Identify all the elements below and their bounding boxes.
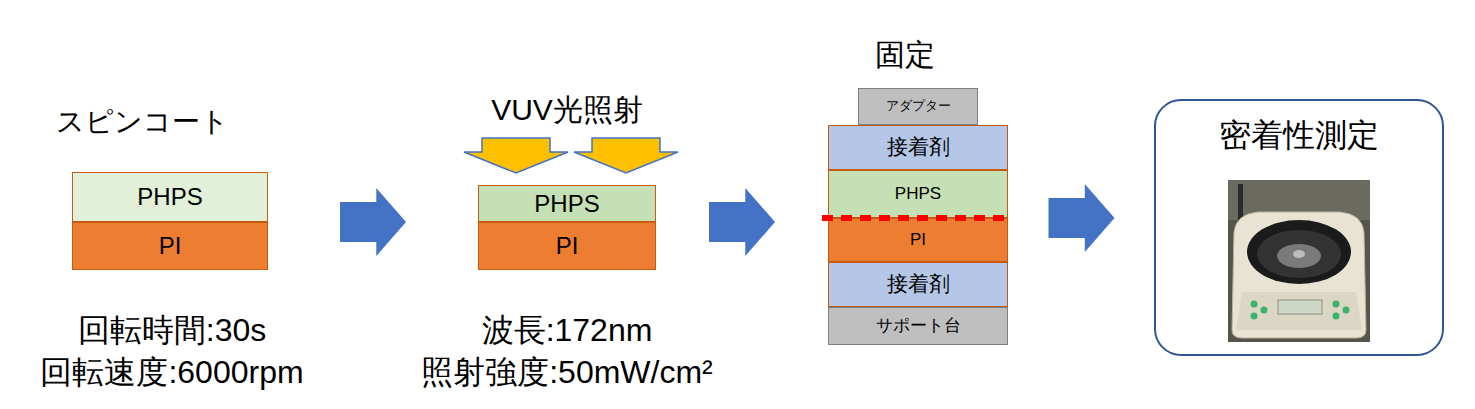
parameter-text: 回転時間:30s [78, 312, 266, 349]
block-arrow [340, 188, 406, 256]
support-box: サポート台 [828, 307, 1008, 345]
vuv-light-arrows [464, 138, 678, 173]
layer-box: PHPS [72, 172, 268, 222]
layer-box: PI [478, 222, 656, 270]
layer-box: PHPS [478, 185, 656, 222]
step-title: VUV光照射 [491, 93, 643, 128]
parameter-text: 回転速度:6000rpm [40, 354, 303, 391]
box-label: PHPS [895, 184, 941, 204]
layer-box: PHPS [828, 170, 1008, 218]
parameter-text: 波長:172nm [482, 312, 653, 349]
adhesive-box: 接着剤 [828, 262, 1008, 307]
step-title: スピンコート [56, 106, 229, 138]
box-label: アダプター [886, 99, 951, 114]
box-label: 接着剤 [887, 272, 950, 296]
measurement-box: 密着性測定 [1155, 100, 1443, 355]
measurement-frame [1155, 100, 1443, 355]
parameter-text: 照射強度:50mW/cm² [421, 354, 713, 391]
box-label: PHPS [137, 183, 202, 211]
box-label: 密着性測定 [1219, 117, 1379, 154]
layer-box: PI [828, 218, 1008, 262]
box-label: PHPS [534, 190, 599, 218]
box-label: PI [159, 232, 182, 260]
step-title: 固定 [875, 38, 935, 73]
adapter-box: アダプター [858, 88, 978, 125]
centrifuge-photo [1228, 180, 1370, 342]
box-label: サポート台 [876, 316, 961, 336]
box-label: 接着剤 [887, 135, 950, 159]
adhesive-box: 接着剤 [828, 125, 1008, 170]
box-label: PI [910, 230, 926, 250]
block-arrow [1049, 184, 1115, 252]
box-label: PI [556, 232, 579, 260]
block-arrow [709, 188, 775, 256]
layer-box: PI [72, 222, 268, 270]
